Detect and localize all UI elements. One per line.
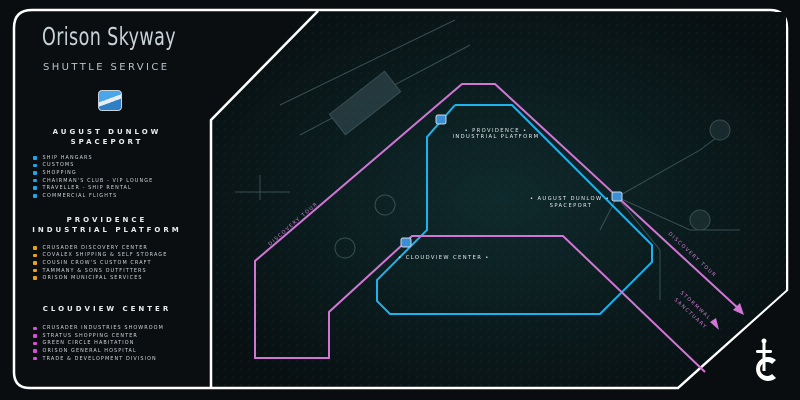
station-label-spaceport: • AUGUST DUNLOW • <box>530 196 610 202</box>
list-item: STRATUS SHOPPING CENTER <box>22 332 192 340</box>
section-heading: CLOUDVIEW CENTER <box>42 305 172 313</box>
list-item: TRADE & DEVELOPMENT DIVISION <box>22 355 192 363</box>
bullet-icon <box>33 163 37 168</box>
list-item: TRAVELLER - SHIP RENTAL <box>22 184 192 192</box>
station-structures <box>235 19 740 300</box>
station-label-spaceport-sub: SPACEPORT <box>550 203 593 209</box>
list-item: CRUSADER INDUSTRIES SHOWROOM <box>22 325 192 333</box>
station-label-providence: • PROVIDENCE • <box>465 128 528 134</box>
blue-route[interactable] <box>376 104 653 315</box>
bullet-icon <box>33 341 37 346</box>
pink-route[interactable] <box>254 83 741 373</box>
list-item: TAMMANY & SONS OUTFITTERS <box>22 267 192 275</box>
list-item: SHIP HANGARS <box>22 154 192 162</box>
panel-divider <box>209 10 319 387</box>
list-item: GREEN CIRCLE HABITATION <box>22 340 192 348</box>
bullet-icon <box>33 349 37 353</box>
list-item: COMMERCIAL FLIGHTS <box>22 192 192 200</box>
bullet-icon <box>33 171 37 175</box>
bullet-icon <box>33 326 37 331</box>
bullet-icon <box>33 356 37 361</box>
route-arrow <box>710 318 719 330</box>
station-label-providence-sub: INDUSTRIAL PLATFORM <box>452 134 539 140</box>
list-item: CHAIRMAN'S CLUB - VIP LOUNGE <box>22 177 192 185</box>
bullet-icon <box>33 156 37 160</box>
list-item: ORISON GENERAL HOSPITAL <box>22 347 192 355</box>
list-item: COUSIN CROW'S CUSTOM CRAFT <box>22 259 192 267</box>
list-item: CUSTOMS <box>22 162 192 170</box>
crusader-logo-icon <box>756 338 776 381</box>
bullet-icon <box>33 246 37 250</box>
list-item: COVALEX SHIPPING & SELF STORAGE <box>22 252 192 260</box>
bullet-icon <box>33 186 37 190</box>
section-cloudview: CLOUDVIEW CENTER CRUSADER INDUSTRIES SHO… <box>22 305 192 362</box>
station-label-cloudview: • CLOUDVIEW CENTER • <box>398 255 490 261</box>
page-title: Orison Skyway <box>42 22 176 51</box>
bullet-icon <box>33 253 37 258</box>
bullet-icon <box>33 268 37 273</box>
page-subtitle: SHUTTLE SERVICE <box>43 62 170 73</box>
list-item: CRUSADER DISCOVERY CENTER <box>22 244 192 252</box>
skyway-shuttle-icon <box>98 90 122 111</box>
bullet-icon <box>33 261 37 265</box>
bullet-icon <box>33 276 37 280</box>
station-icon-cloudview[interactable] <box>400 237 412 248</box>
bullet-icon <box>33 334 37 338</box>
list-item: ORISON MUNICIPAL SERVICES <box>22 274 192 282</box>
route-arrow <box>733 303 744 315</box>
list-item: SHOPPING <box>22 169 192 177</box>
station-icon-spaceport[interactable] <box>611 191 623 202</box>
bullet-icon <box>33 194 37 198</box>
station-icon-providence[interactable] <box>435 114 447 125</box>
bullet-icon <box>33 178 37 183</box>
